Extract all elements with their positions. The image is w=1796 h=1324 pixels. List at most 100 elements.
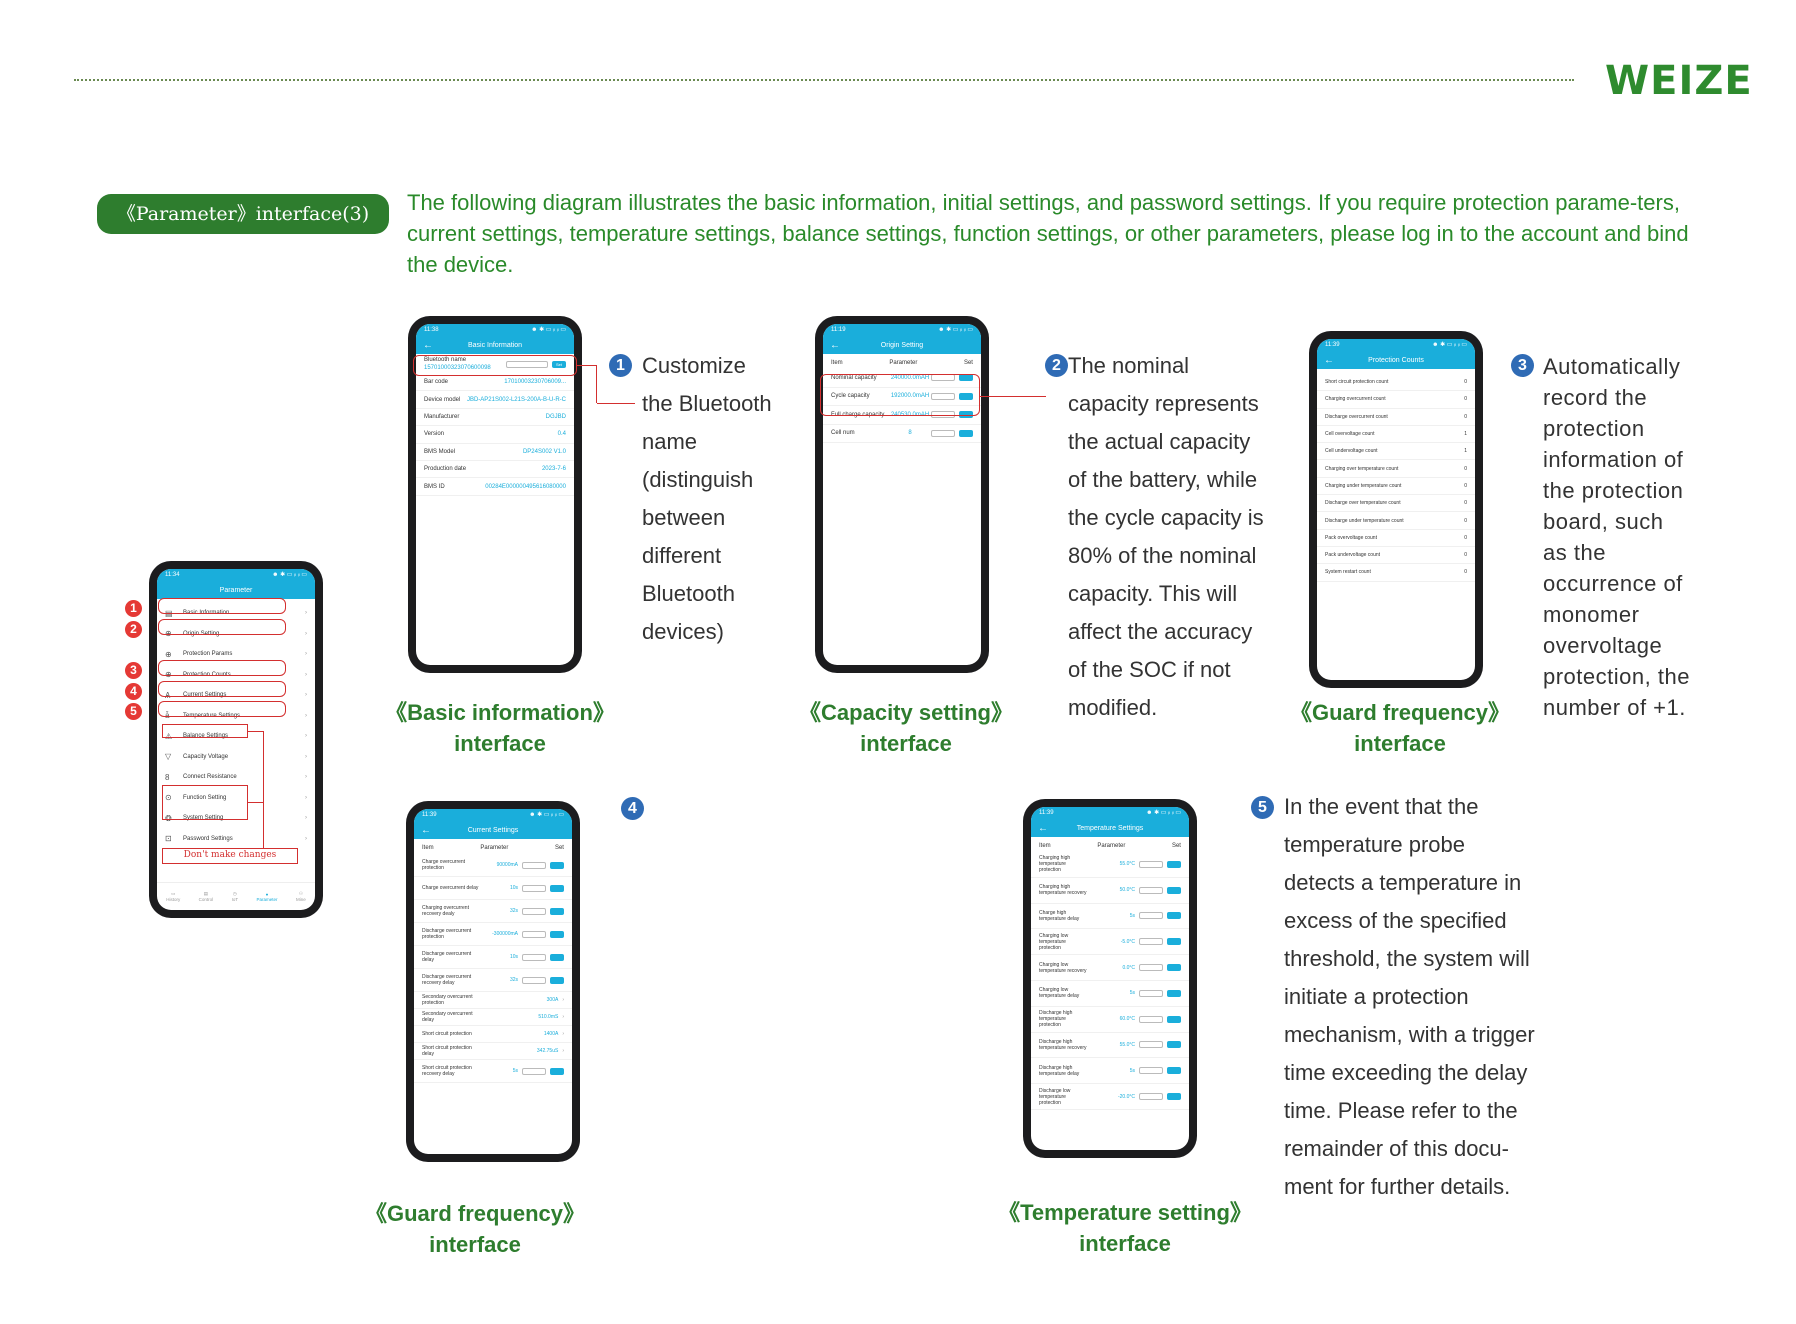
menu-item[interactable]: ⊡Password Settings› [165,834,307,844]
back-arrow-icon[interactable]: ← [421,825,431,836]
set-button[interactable] [1167,964,1181,972]
phone-parameter-menu: 11:34☻ ✱ ▭ ᵢₗ ᵢₗ ▭ Parameter ▤Basic Info… [149,561,323,918]
set-button[interactable] [550,930,564,938]
set-button[interactable] [1167,1015,1181,1023]
set-button[interactable] [1167,1067,1181,1075]
menu-item[interactable]: ⊙Function Setting› [165,793,307,803]
set-button[interactable] [550,861,564,869]
menu-item[interactable]: ⊕Protection Params› [165,649,307,659]
badge-3: 3 [125,662,142,679]
value-input[interactable] [1139,860,1163,868]
set-button[interactable] [1167,886,1181,894]
chevron-right-icon[interactable]: › [562,1048,564,1054]
basic-info-screen: 11:38☻ ✱ ▭ ᵢₗ ᵢₗ ▭ ←Basic Information Bl… [416,324,574,665]
chevron-right-icon[interactable]: › [562,1031,564,1037]
menu-item[interactable]: ⚠Balance Settings› [165,731,307,741]
set-button[interactable] [1167,938,1181,946]
tab-control[interactable]: ▤Control [198,891,214,902]
highlight-capacities [820,374,980,416]
value-input[interactable] [1139,964,1163,972]
menu-item[interactable]: ⊕Protection Counts› [165,670,307,680]
value-input[interactable] [1139,886,1163,894]
back-arrow-icon[interactable]: ← [423,340,433,351]
menu-item[interactable]: ▽Capacity Voltage› [165,752,307,762]
menu-item[interactable]: ❂System Setting› [165,813,307,823]
status-bar: 11:39☻ ✱ ▭ ᵢₗ ᵢₗ ▭ [1031,807,1189,820]
value-input[interactable] [522,953,546,961]
set-button[interactable] [958,411,973,419]
parameter-menu-list: ▤Basic Information›⊕Origin Setting›⊕Prot… [157,599,315,849]
chevron-right-icon[interactable]: › [562,997,564,1003]
set-button[interactable] [1167,912,1181,920]
chevron-right-icon[interactable]: › [562,1014,564,1020]
back-arrow-icon[interactable]: ← [830,340,840,351]
back-arrow-icon[interactable]: ← [1324,355,1334,366]
set-button[interactable] [550,976,564,984]
value-input[interactable] [522,976,546,984]
tab-mine[interactable]: ⚇Mine [295,891,306,902]
value-input[interactable] [522,907,546,915]
set-button[interactable] [550,953,564,961]
tab-parameter[interactable]: ●Parameter [256,891,278,902]
value-input[interactable] [930,392,955,400]
set-button[interactable] [959,429,973,437]
value-input[interactable] [522,1067,546,1075]
menu-icon: ⊙ [165,793,172,803]
value-input[interactable] [522,930,546,938]
value-input[interactable] [930,411,955,419]
bluetooth-set-button[interactable]: Set [552,360,566,368]
value-input[interactable] [1139,938,1163,946]
tab-history[interactable]: ▭History [166,891,181,902]
highlight-current-settings [158,681,286,697]
value-input[interactable] [1139,989,1163,997]
chevron-right-icon: › [305,774,307,781]
chevron-right-icon: › [305,630,307,637]
set-button[interactable] [1167,1093,1181,1101]
highlight-basic-information [158,598,286,614]
badge-4: 4 [125,683,142,700]
set-button[interactable] [550,907,564,915]
set-button[interactable] [550,884,564,892]
set-button[interactable] [1167,1041,1181,1049]
setting-row: Discharge overcurrent protection-300000m… [414,923,572,946]
temperature-settings-screen: 11:39☻ ✱ ▭ ᵢₗ ᵢₗ ▭ ←Temperature Settings… [1031,807,1189,1150]
value-input[interactable] [931,429,955,437]
set-button[interactable] [1167,860,1181,868]
note-5-number: 5 [1251,796,1274,819]
bracket-line [248,731,264,848]
value-input[interactable] [1139,1041,1163,1049]
set-button[interactable] [550,1067,564,1075]
value-input[interactable] [522,861,546,869]
set-button[interactable] [958,392,973,400]
caption-guard-frequency-2: 《Guard frequency》interface [364,1201,586,1257]
value-input[interactable] [1139,1015,1163,1023]
tab-iot[interactable]: ◷IoT [231,891,239,902]
current-settings-screen: 11:39☻ ✱ ▭ ᵢₗ ᵢₗ ▭ ←Current Settings Ite… [414,809,572,1154]
value-input[interactable] [1139,1067,1163,1075]
note-2-number: 2 [1045,354,1068,377]
setting-row: Charging low temperature protection-5.0°… [1031,929,1189,956]
set-button[interactable] [1167,989,1181,997]
bluetooth-name-input[interactable] [506,360,548,368]
set-button[interactable] [958,374,973,382]
value-input[interactable] [1139,912,1163,920]
value-input[interactable] [522,884,546,892]
menu-item[interactable]: ⊕Origin Setting› [165,629,307,639]
value-input[interactable] [1139,1093,1163,1101]
back-arrow-icon[interactable]: ← [1038,823,1048,834]
